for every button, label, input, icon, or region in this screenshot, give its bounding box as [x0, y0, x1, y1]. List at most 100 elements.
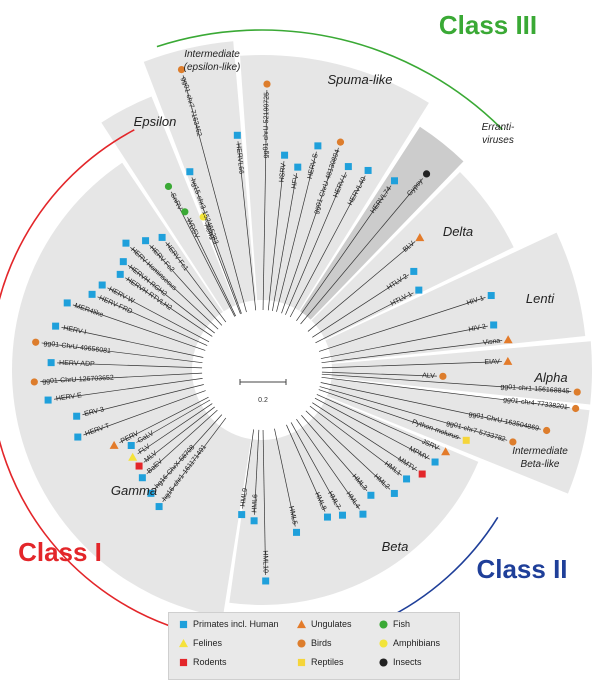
legend-label-insects: Insects: [393, 657, 422, 667]
branch: [191, 177, 242, 314]
branch: [318, 297, 486, 352]
legend-label-birds: Birds: [311, 638, 332, 648]
legend-item-birds: Birds: [297, 638, 332, 648]
leaf-marker-square: [410, 267, 418, 275]
legend-label-rodents: Rodents: [193, 657, 227, 667]
branch: [301, 415, 368, 491]
legend-label-reptiles: Reptiles: [311, 657, 344, 667]
leaf-marker-square: [323, 513, 331, 521]
branch: [53, 378, 203, 400]
branch: [130, 246, 219, 330]
leaf-label: HIV-2: [468, 323, 487, 333]
leaf-marker-square: [364, 166, 372, 174]
leaf-label: HML9: [240, 488, 250, 508]
leaf-marker-square: [119, 258, 127, 266]
leaf-marker-triangle: [503, 335, 513, 344]
leaf-label: HML6: [251, 494, 259, 513]
branches: [40, 75, 572, 575]
leaf-marker-square: [63, 299, 71, 307]
branch: [146, 409, 218, 474]
leaf-marker-square: [73, 412, 81, 420]
class-ii-label: Class II: [476, 554, 567, 584]
leaf-marker-square: [344, 163, 352, 171]
branch: [272, 172, 298, 311]
branch: [254, 429, 260, 515]
leaf-marker-circle: [573, 388, 581, 396]
leaf-label: gg01-chr1-156168845: [500, 384, 569, 396]
leaf-marker-square: [338, 511, 346, 519]
circle-icon: [379, 620, 388, 629]
clade-label-intermediate-epsilon-2: (epsilon-like): [184, 62, 241, 73]
leaf-marker-square: [127, 442, 135, 449]
branch: [321, 361, 502, 369]
leaf-marker-square: [155, 503, 163, 511]
sector-spuma: [240, 55, 429, 311]
leaf-marker-square: [294, 163, 302, 171]
legend-item-ungulates: Ungulates: [297, 619, 352, 629]
class-iii-arc: [156, 29, 503, 131]
branch: [276, 151, 317, 312]
branch: [119, 396, 209, 443]
branch: [309, 405, 402, 476]
branch: [274, 428, 296, 527]
clade-label-intermediate-beta-2: Beta-like: [521, 459, 560, 470]
leaf-marker-square: [233, 131, 241, 139]
branch: [182, 75, 247, 313]
legend: Primates incl. Human Ungulates Fish Feli…: [168, 612, 460, 680]
branch: [290, 422, 340, 511]
leaf-marker-square: [88, 290, 96, 298]
clade-label-lenti: Lenti: [526, 291, 555, 306]
leaf-marker-square: [52, 322, 60, 330]
class-i-arc: [0, 129, 170, 627]
branch: [262, 429, 266, 575]
legend-label-fish: Fish: [393, 619, 411, 629]
leaf-marker-triangle: [441, 447, 451, 456]
branch: [281, 147, 339, 314]
leaf-marker-circle: [572, 404, 580, 413]
branch: [107, 287, 210, 343]
branch: [165, 242, 227, 323]
leaf-marker-circle: [164, 182, 173, 191]
leaf-marker-square: [462, 436, 470, 444]
branch: [149, 244, 223, 326]
leaf-marker-triangle: [128, 452, 138, 461]
leaf-label: HERV-ADP: [59, 360, 95, 368]
leaf-marker-square: [487, 292, 495, 300]
branch: [162, 417, 227, 502]
branch: [312, 274, 409, 338]
branch: [57, 362, 203, 369]
branch: [312, 402, 418, 472]
branch: [205, 222, 241, 315]
branch: [136, 399, 211, 443]
leaf-marker-square: [47, 359, 55, 367]
legend-item-primates: Primates incl. Human: [179, 619, 279, 629]
branch: [143, 406, 215, 463]
branch: [237, 141, 257, 311]
leaf-label: EIAV: [484, 359, 500, 367]
branch: [314, 397, 430, 460]
branch: [137, 403, 213, 455]
clade-label-epsilon: Epsilon: [134, 114, 177, 129]
legend-item-rodents: Rodents: [179, 657, 227, 667]
leaf-marker-square: [142, 237, 150, 245]
leaf-marker-square: [262, 577, 270, 585]
leaf-markers: [30, 65, 581, 585]
leaf-label: HERV-I: [63, 325, 87, 337]
leaf-marker-square: [147, 489, 155, 497]
leaf-label: ERV-3: [84, 406, 105, 418]
leaf-marker-triangle: [503, 356, 513, 365]
branch: [267, 161, 285, 311]
leaf-label: HML5: [287, 506, 298, 526]
leaf-marker-circle: [422, 170, 431, 178]
branch: [154, 414, 223, 490]
class-iii-label: Class III: [439, 10, 537, 40]
leaf-label: Visna: [483, 338, 501, 347]
leaf-marker-circle: [32, 338, 40, 346]
branch: [321, 376, 570, 409]
leaf-marker-square: [44, 396, 52, 404]
branch: [315, 292, 414, 344]
branch: [305, 410, 391, 490]
sector-intermediate-epsilon: [143, 41, 256, 305]
branch: [125, 277, 213, 337]
square-icon: [179, 620, 188, 629]
